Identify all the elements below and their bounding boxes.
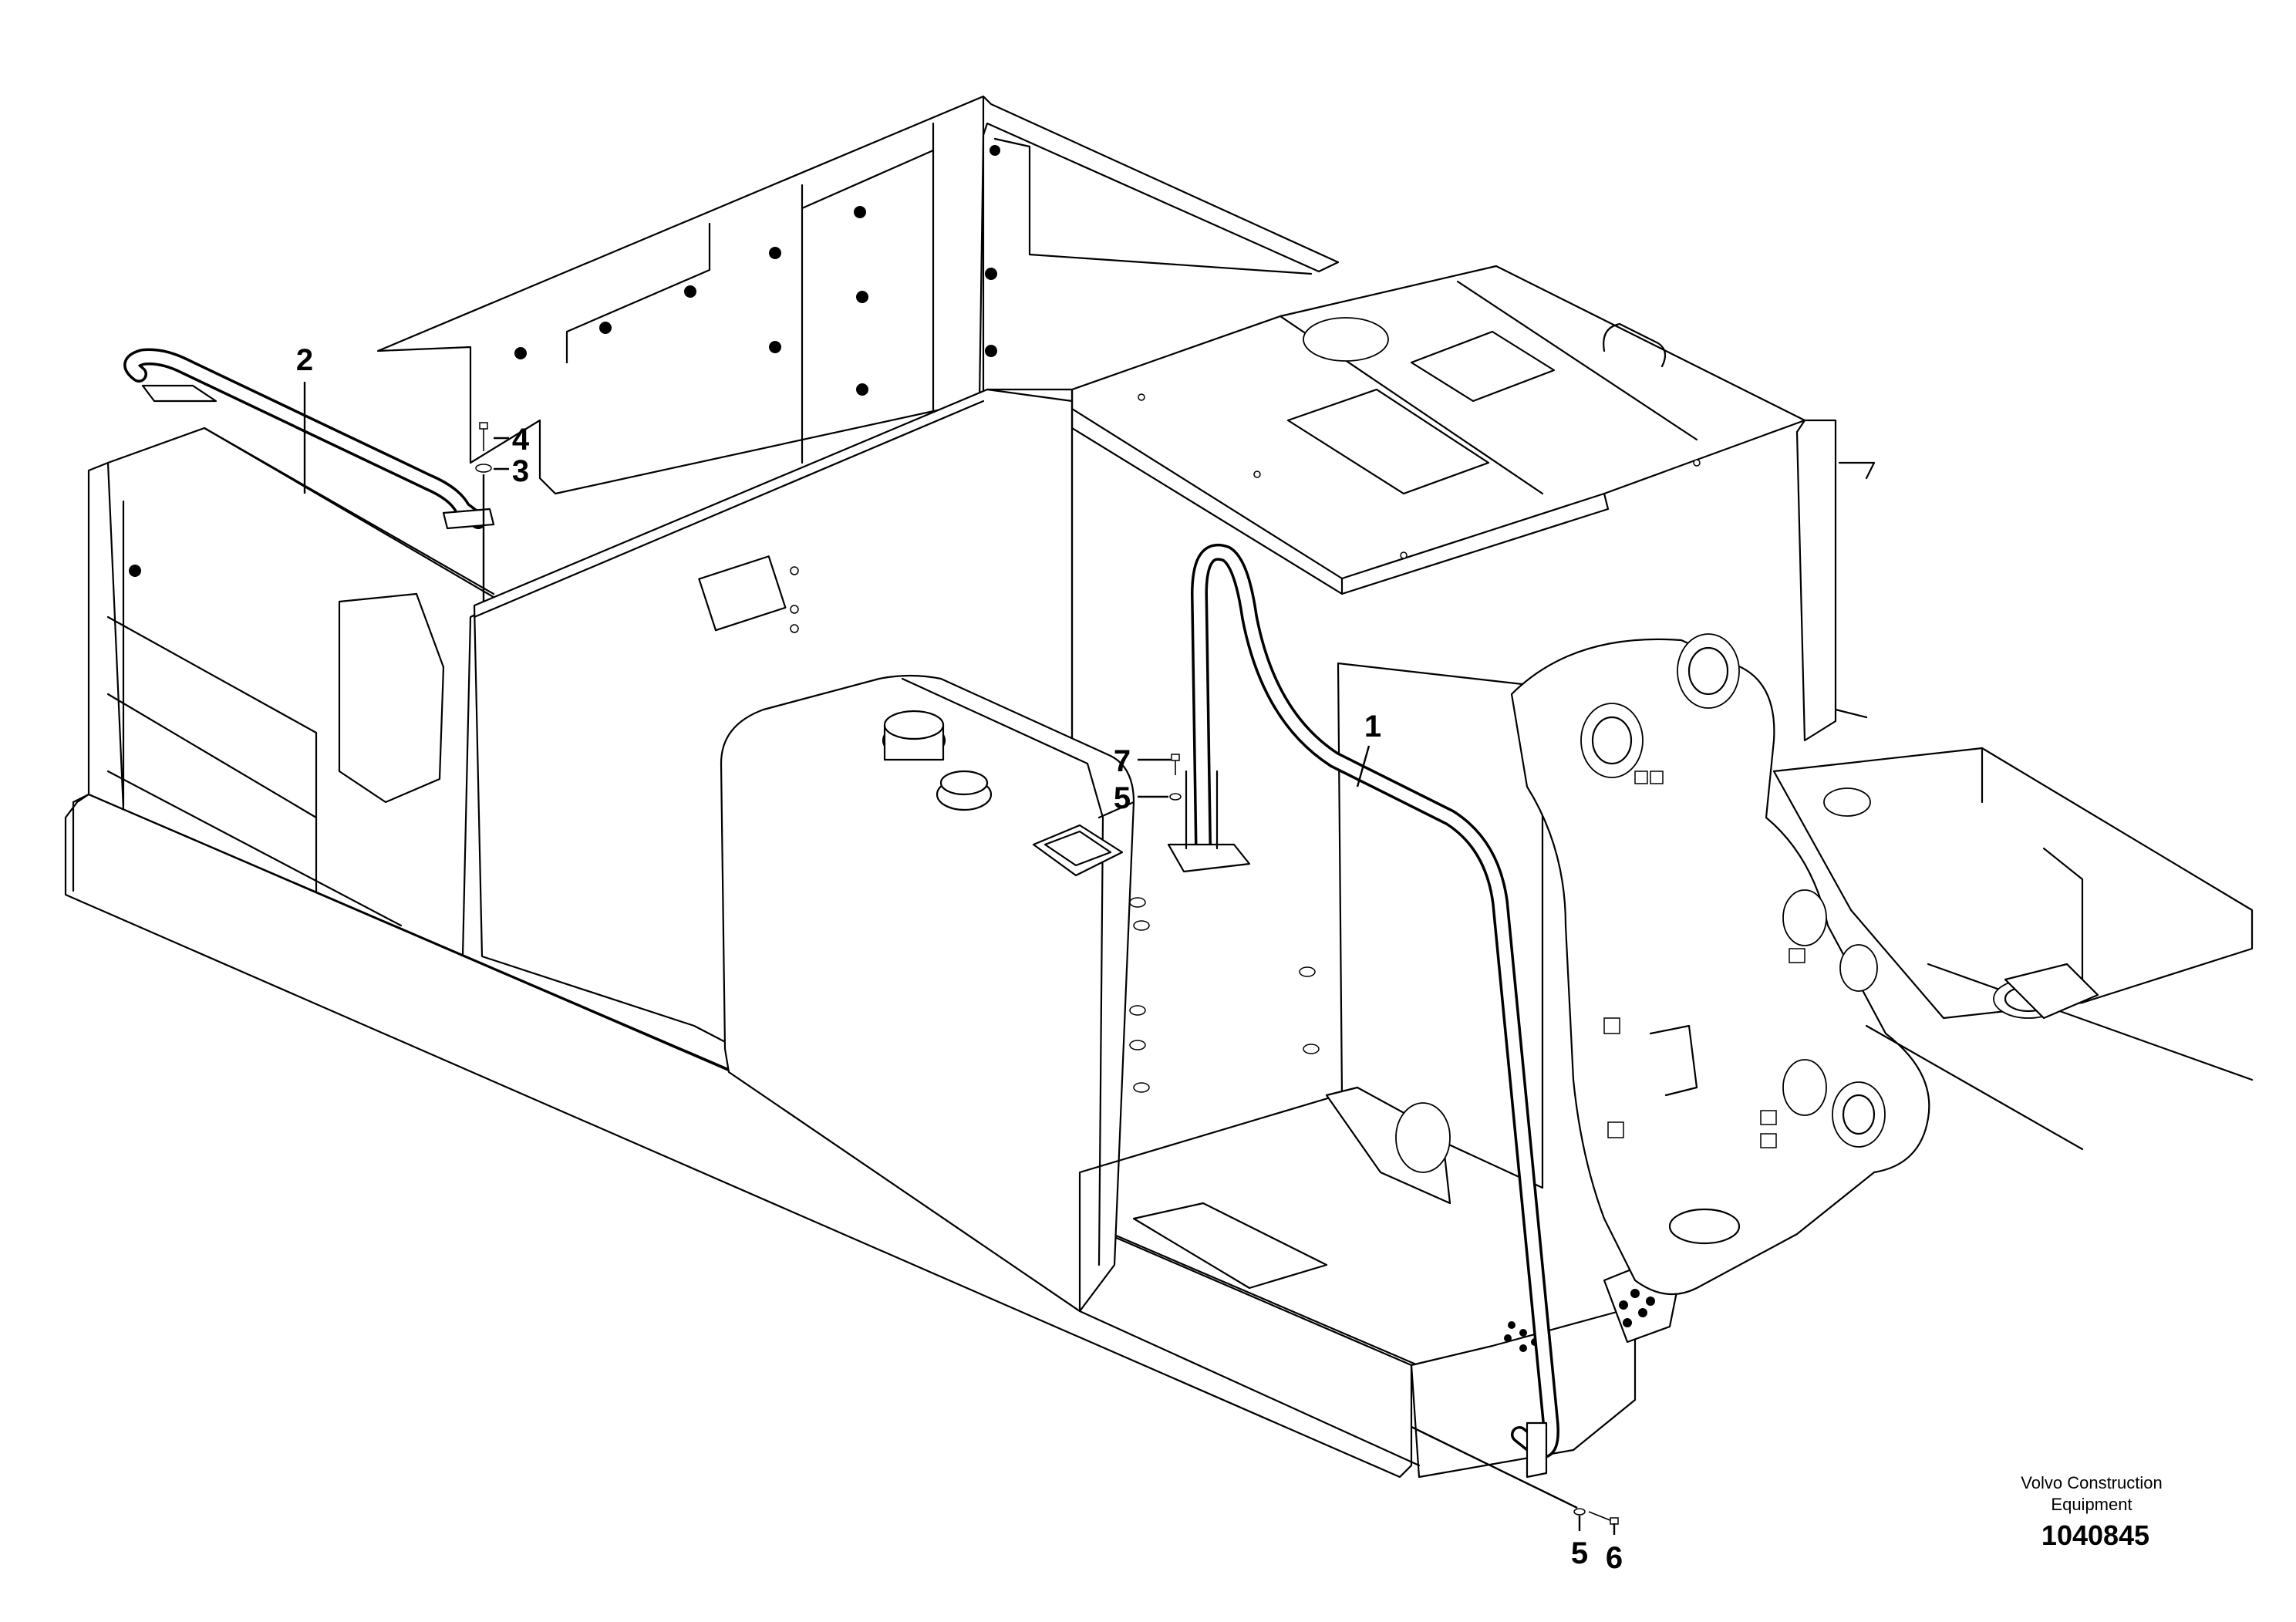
- undercarriage-frame: [1772, 747, 2254, 1151]
- engine-top-plate: [1070, 265, 1806, 595]
- fastener-washer-5-lower: [1573, 1508, 1586, 1516]
- drawing-number: 1040845: [2041, 1519, 2150, 1551]
- brand-name-line2: Equipment: [2051, 1495, 2132, 1514]
- callout-5-lower: 5: [1571, 1536, 1588, 1570]
- callout-5-upper: 5: [1114, 781, 1131, 815]
- right-side-frame: [1795, 419, 1876, 742]
- fastener-washer-3: [475, 464, 492, 473]
- fastener-bolt-7: [1171, 754, 1180, 775]
- center-tank: [720, 674, 1320, 1313]
- callout-7: 7: [1114, 744, 1131, 778]
- fastener-bolt-6: [1588, 1511, 1619, 1525]
- callout-4: 4: [512, 423, 530, 457]
- boom-mount-bracket: [1510, 633, 1930, 1296]
- bay-side-wall: [1078, 662, 1544, 1467]
- fastener-bolt-4: [479, 422, 488, 451]
- callout-leaders: [303, 382, 1616, 1535]
- fastener-washer-5-upper: [1169, 793, 1182, 801]
- callout-6: 6: [1606, 1541, 1623, 1575]
- callout-3: 3: [512, 454, 529, 488]
- handrail-part-2: [123, 348, 495, 530]
- handrail-part-1: [1167, 543, 1559, 1479]
- callout-labels: 2 4 3 7 5 1 5 6: [296, 343, 1623, 1575]
- callout-1: 1: [1364, 710, 1381, 744]
- callout-2: 2: [296, 343, 313, 377]
- brand-name-line1: Volvo Construction: [2021, 1473, 2163, 1492]
- rear-frame-wall: [376, 95, 1340, 495]
